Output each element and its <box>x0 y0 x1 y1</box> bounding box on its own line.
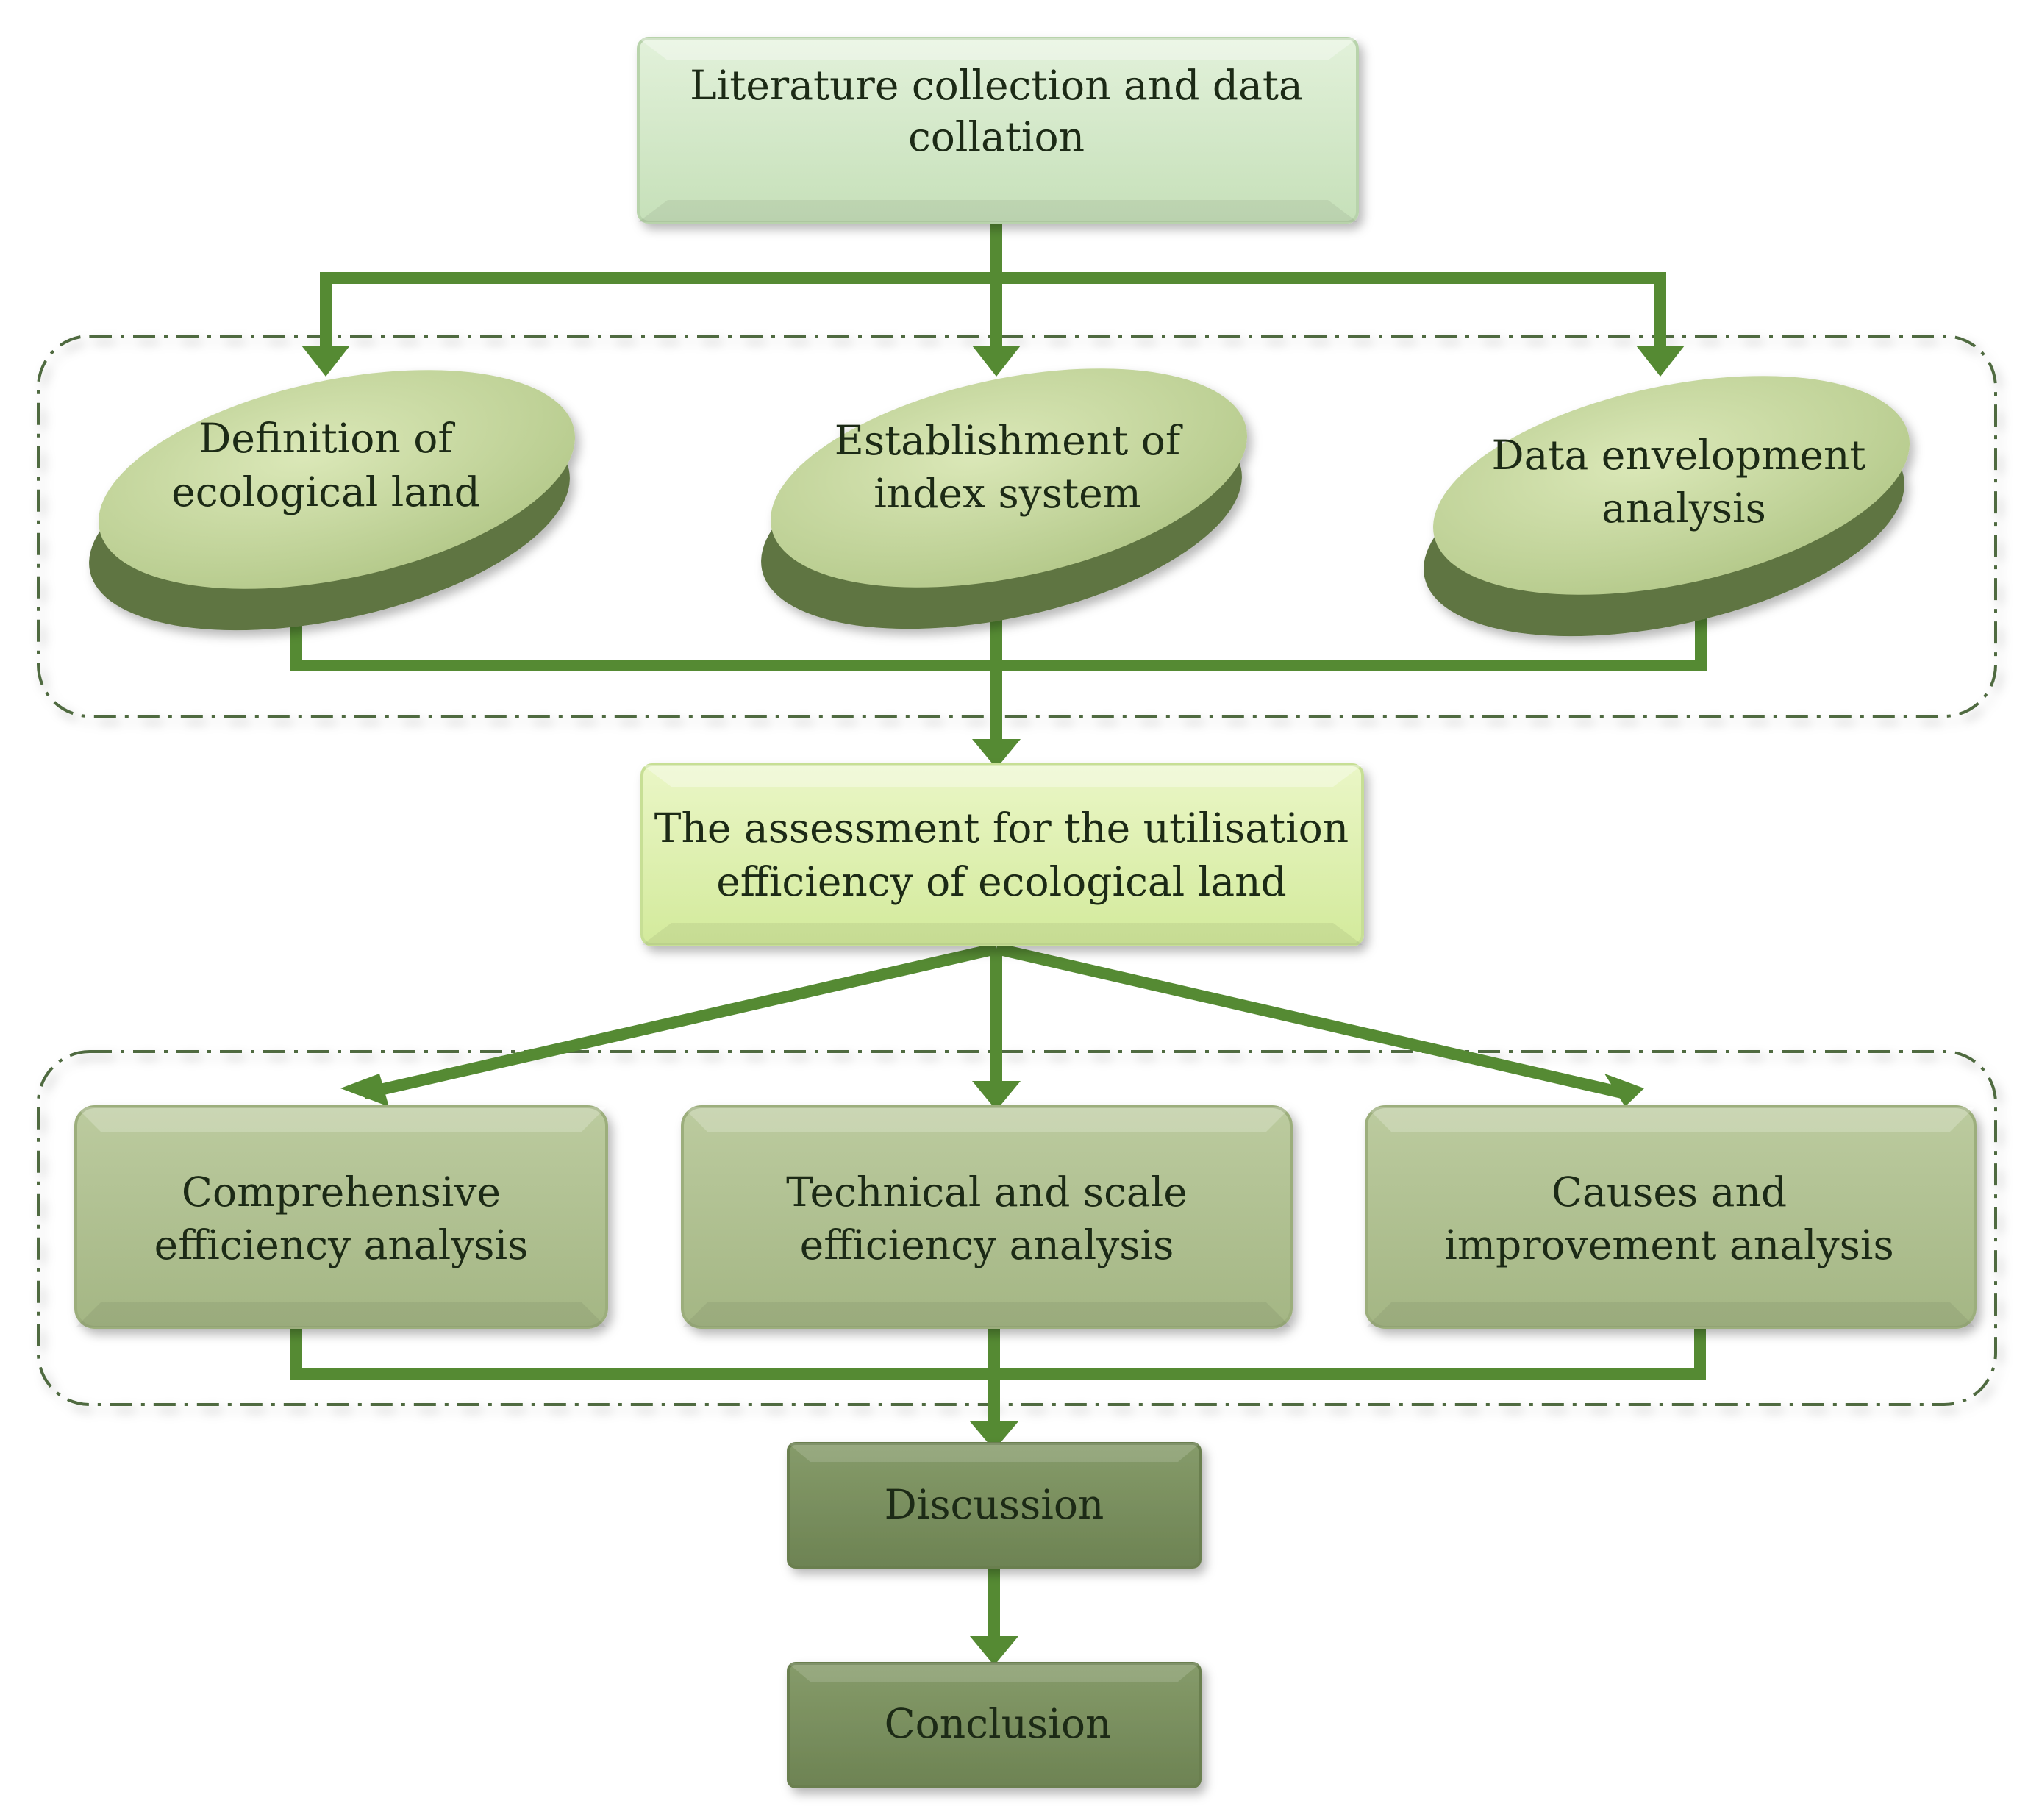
assessment-label-line-1: The assessment for the utilisation <box>654 804 1349 852</box>
connector-assessment-left <box>363 943 998 1099</box>
arrowheads <box>301 346 1685 1666</box>
causes-label-line-2: improvement analysis <box>1444 1221 1893 1268</box>
arrowhead-discussion <box>970 1421 1018 1450</box>
arrowhead-comprehensive <box>340 1074 389 1107</box>
causes-box <box>1365 1105 1977 1329</box>
technical-node: Technical and scale efficiency analysis <box>681 1105 1293 1329</box>
arrowhead-technical <box>972 1081 1021 1110</box>
conclusion-node: Conclusion <box>787 1662 1202 1788</box>
arrowhead-conclusion <box>970 1636 1018 1666</box>
arrowhead-causes <box>1604 1074 1644 1107</box>
discussion-node: Discussion <box>787 1442 1202 1569</box>
dea-label-line-1: Data envelopment <box>1492 432 1866 479</box>
definition-label-line-1: Definition of <box>199 415 455 462</box>
comprehensive-label-line-1: Comprehensive <box>182 1168 501 1216</box>
definition-disk-top <box>98 370 576 589</box>
dea-label-line-2: analysis <box>1602 485 1766 532</box>
index-system-label-line-2: index system <box>874 470 1141 517</box>
assessment-box <box>640 763 1364 946</box>
group-container-analyses <box>37 1050 1997 1406</box>
causes-node: Causes and improvement analysis <box>1365 1105 1977 1329</box>
assessment-node: The assessment for the utilisation effic… <box>640 763 1364 946</box>
conclusion-label: Conclusion <box>885 1700 1112 1747</box>
literature-label-line-1: Literature collection and data <box>690 62 1303 109</box>
literature-node: Literature collection and data collation <box>637 37 1359 224</box>
technical-box <box>681 1105 1293 1329</box>
technical-label-line-2: efficiency analysis <box>800 1221 1174 1268</box>
causes-label-line-1: Causes and <box>1552 1168 1787 1216</box>
technical-label-line-1: Technical and scale <box>786 1168 1188 1216</box>
comprehensive-label-line-2: efficiency analysis <box>154 1221 529 1268</box>
definition-label-line-2: ecological land <box>171 468 480 515</box>
index-system-disk-top <box>770 368 1248 588</box>
dea-disk-top <box>1432 376 1910 595</box>
connector-literature-branch <box>320 272 1666 354</box>
connectors <box>290 221 1707 1640</box>
assessment-label-line-2: efficiency of ecological land <box>716 858 1287 905</box>
group-container-methods <box>37 335 1997 718</box>
index-system-node: Establishment of index system <box>761 368 1248 629</box>
definition-node: Definition of ecological land <box>89 370 576 631</box>
arrowhead-dea <box>1636 346 1685 377</box>
index-system-label-line-1: Establishment of <box>835 417 1183 464</box>
comprehensive-box <box>74 1105 608 1329</box>
connector-assessment-right <box>995 943 1627 1099</box>
arrowhead-index <box>972 346 1021 377</box>
comprehensive-node: Comprehensive efficiency analysis <box>74 1105 608 1329</box>
dea-node: Data envelopment analysis <box>1424 376 1910 637</box>
arrowhead-definition <box>301 346 350 377</box>
arrowhead-assessment <box>972 739 1021 768</box>
literature-label-line-2: collation <box>908 113 1085 160</box>
discussion-label: Discussion <box>885 1481 1104 1528</box>
